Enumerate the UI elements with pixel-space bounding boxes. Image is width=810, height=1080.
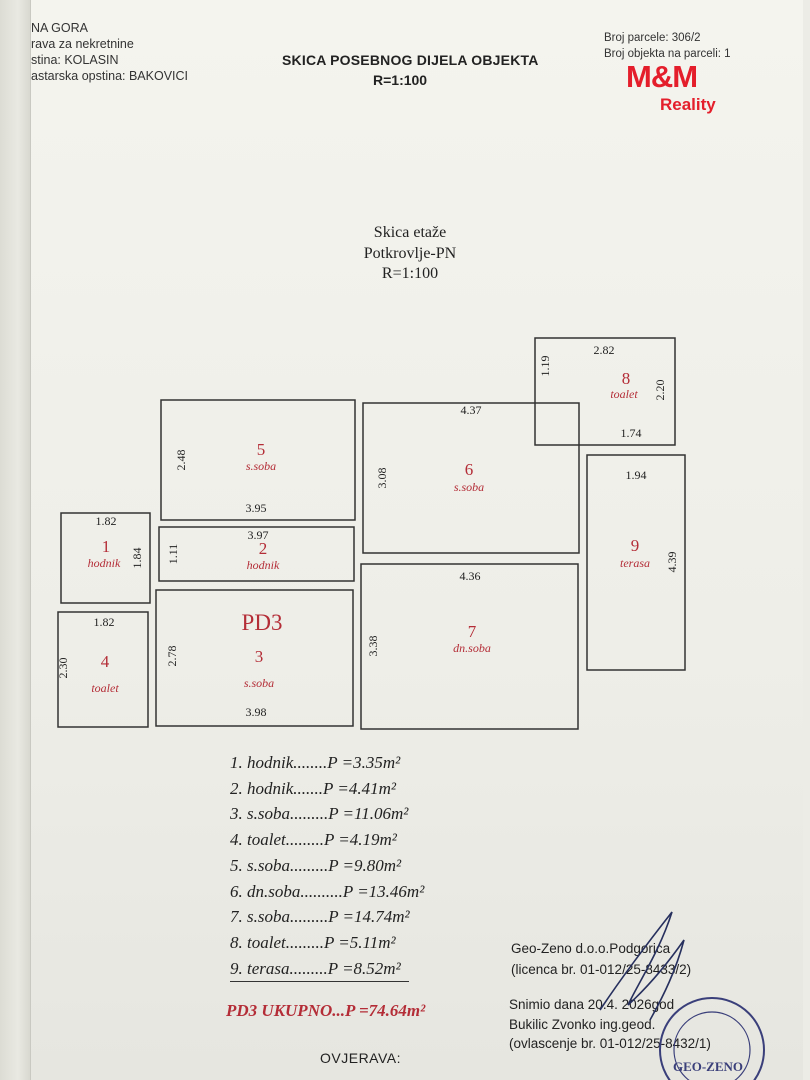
dim-5-height: 2.48 — [174, 450, 188, 471]
dim-2-width: 3.97 — [248, 528, 269, 542]
dim-1-width: 1.82 — [96, 514, 117, 528]
area-list: 1. hodnik........P =3.35m² 2. hodnik....… — [230, 750, 425, 983]
dim-8-top: 2.82 — [594, 343, 615, 357]
object-number: Broj objekta na parceli: 1 — [604, 48, 731, 60]
dim-1-height: 1.84 — [130, 548, 144, 569]
room-4-outline — [57, 611, 149, 728]
surveyor-name: Bukilic Zvonko ing.geod. — [509, 1016, 656, 1032]
room-6-number: 6 — [465, 460, 474, 479]
header-left-line: rava za nekretnine — [31, 37, 134, 51]
dim-9-height: 4.39 — [665, 552, 679, 573]
area-list-item: 2. hodnik.......P =4.41m² — [230, 778, 396, 798]
area-list-item: 6. dn.soba..........P =13.46m² — [230, 881, 425, 901]
dim-6-height: 3.08 — [375, 468, 389, 489]
room-4-name: toalet — [91, 681, 119, 695]
area-list-item: 9. terasa.........P =8.52m² — [230, 956, 409, 983]
unit-label: PD3 — [242, 610, 283, 635]
area-list-item: 5. s.soba.........P =9.80m² — [230, 855, 402, 875]
room-1-name: hodnik — [88, 556, 121, 570]
document-scale: R=1:100 — [373, 72, 428, 88]
room-1-outline — [60, 512, 151, 604]
stamp-icon: GEO-ZENO — [659, 997, 765, 1080]
dim-8-bottom: 1.74 — [621, 426, 642, 440]
dim-3-height: 2.78 — [165, 646, 179, 667]
mm-logo-icon: M&M — [626, 59, 698, 94]
dim-9-width: 1.94 — [626, 468, 647, 482]
dim-8-left: 1.19 — [538, 356, 552, 377]
room-3-name: s.soba — [244, 676, 274, 690]
room-9-number: 9 — [631, 536, 640, 555]
document-title: SKICA POSEBNOG DIJELA OBJEKTA — [282, 52, 539, 68]
room-8-name: toalet — [610, 387, 638, 401]
total-area: PD3 UKUPNO...P =74.64m² — [226, 1001, 426, 1020]
room-7-number: 7 — [468, 622, 477, 641]
room-8-outline — [534, 337, 676, 446]
mm-logo-sub: Reality — [660, 95, 716, 114]
dim-2-height: 1.11 — [166, 544, 180, 565]
parcel-info: Broj parcele: 306/2 Broj objekta na parc… — [604, 30, 731, 62]
area-list-item: 8. toalet.........P =5.11m² — [230, 932, 396, 952]
dim-7-width: 4.36 — [460, 569, 481, 583]
ovjerava-label: OVJERAVA: — [320, 1050, 402, 1066]
area-list-item: 7. s.soba.........P =14.74m² — [230, 907, 410, 927]
dim-7-height: 3.38 — [366, 636, 380, 657]
room-7-name: dn.soba — [453, 641, 491, 655]
room-6-name: s.soba — [454, 480, 484, 494]
page-binding-edge — [0, 0, 30, 1080]
dim-3-width: 3.98 — [246, 705, 267, 719]
signature-icon — [599, 911, 685, 1021]
room-9-name: terasa — [620, 556, 650, 570]
stamp-text: GEO-ZENO — [673, 1059, 743, 1074]
room-5-outline — [160, 399, 356, 521]
room-4-number: 4 — [101, 652, 110, 671]
room-3-outline — [155, 589, 354, 727]
dim-6-width: 4.37 — [461, 403, 482, 417]
room-1-number: 1 — [102, 537, 111, 556]
header-left-line: NA GORA — [31, 21, 88, 35]
area-list-item: 4. toalet.........P =4.19m² — [230, 830, 397, 850]
firm-name: Geo-Zeno d.o.o.Podgorica — [511, 941, 671, 956]
room-2-name: hodnik — [247, 558, 280, 572]
parcel-number: Broj parcele: 306/2 — [604, 32, 701, 44]
header-left-line: astarska opstina: BAKOVICI — [31, 69, 189, 83]
area-list-item: 3. s.soba.........P =11.06m² — [230, 804, 409, 824]
room-8-number: 8 — [622, 369, 631, 388]
floor-title: Skica etaže — [373, 224, 447, 241]
header-left-block: NA GORA rava za nekretnine stina: KOLASI… — [31, 20, 188, 84]
room-2-outline — [158, 526, 355, 582]
room-7-outline — [360, 563, 579, 730]
dim-5-width: 3.95 — [246, 501, 267, 515]
floor-level: Potkrovlje-PN — [363, 245, 457, 262]
dim-4-width: 1.82 — [94, 615, 115, 629]
firm-license: (licenca br. 01-012/25-8433/2) — [511, 962, 692, 977]
area-list-item: 1. hodnik........P =3.35m² — [230, 753, 401, 772]
firm-block: Geo-Zeno d.o.o.Podgorica (licenca br. 01… — [511, 938, 691, 980]
floor-scale: R=1:100 — [381, 265, 439, 282]
room-5-number: 5 — [257, 440, 266, 459]
room-9-outline — [586, 454, 686, 671]
room-5-name: s.soba — [246, 459, 276, 473]
header-left-line: stina: KOLASIN — [31, 53, 119, 67]
room-6-outline — [362, 402, 580, 554]
dim-8-right: 2.20 — [653, 380, 667, 401]
dim-4-height: 2.30 — [56, 658, 70, 679]
room-3-number: 3 — [255, 647, 264, 666]
room-2-number: 2 — [259, 539, 268, 558]
